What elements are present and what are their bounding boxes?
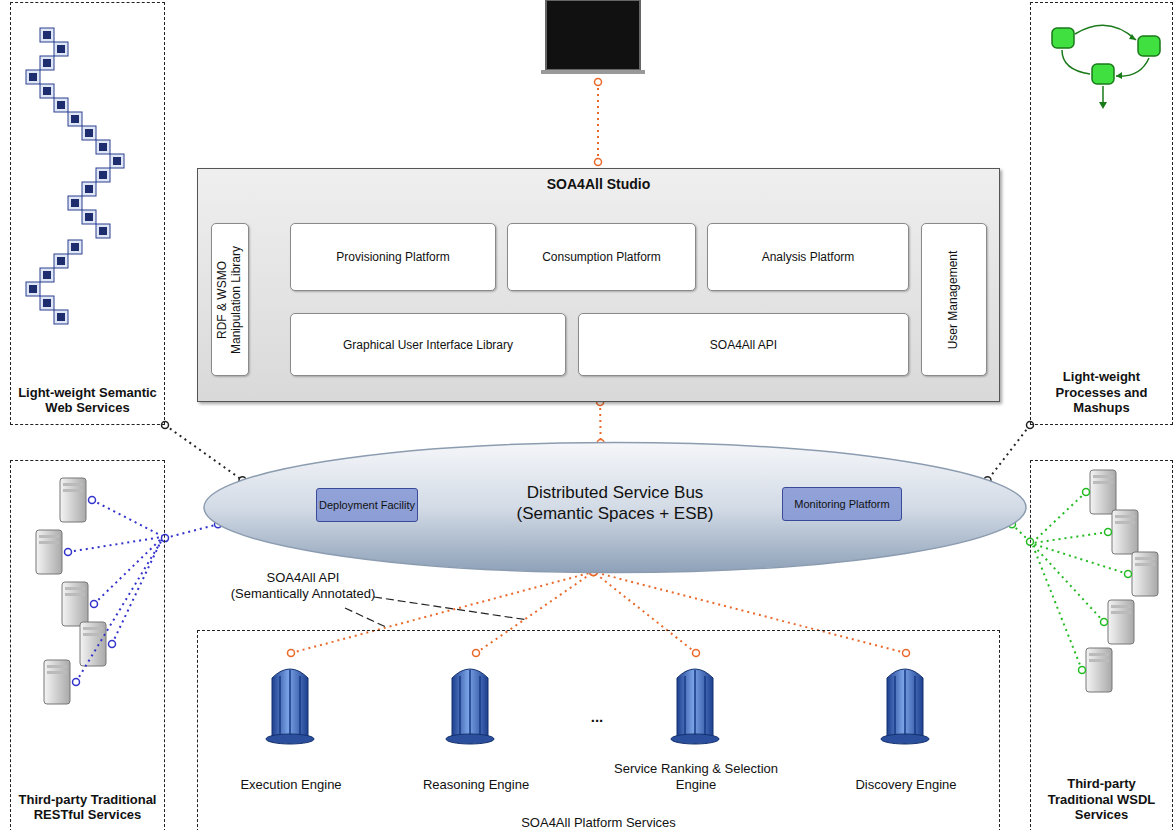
node-label: Reasoning Engine bbox=[411, 777, 541, 793]
engine-node: Execution Engine bbox=[231, 653, 351, 793]
management-box: User Management bbox=[921, 223, 987, 376]
service-group: Third-party Traditional RESTful Services bbox=[10, 460, 165, 830]
node-label: Third-party Traditional WSDL Services bbox=[1033, 776, 1170, 823]
engine-node: Reasoning Engine bbox=[411, 653, 541, 793]
dotted-connector bbox=[162, 422, 247, 484]
node-label: Discovery Engine bbox=[841, 777, 971, 793]
service-bus-cloud: Distributed Service Bus (Semantic Spaces… bbox=[200, 440, 1030, 575]
dotted-connector bbox=[162, 521, 222, 542]
bus-component: Monitoring Platform bbox=[782, 487, 902, 521]
engine-node: Service Ranking & Selection Engine bbox=[596, 653, 796, 793]
service-group: Light-weight Processes and Mashups bbox=[1030, 2, 1173, 425]
node-label: Monitoring Platform bbox=[794, 498, 889, 510]
library-box: RDF & WSMO Manipulation Library bbox=[211, 223, 249, 376]
api-box: SOA4All API bbox=[578, 313, 909, 376]
platform-box: Provisioning Platform bbox=[290, 223, 496, 291]
node-label: Provisioning Platform bbox=[330, 250, 455, 264]
node-label: SOA4All API bbox=[704, 338, 783, 352]
node-label: Deployment Facility bbox=[319, 499, 415, 511]
service-group: Light-weight Semantic Web Services bbox=[10, 2, 165, 425]
node-label: Service Ranking & Selection Engine bbox=[596, 761, 796, 794]
node-label: SOA4All Platform Services bbox=[198, 815, 999, 830]
node-label: SOA4All Studio bbox=[198, 176, 999, 192]
node-label: Distributed Service Bus (Semantic Spaces… bbox=[498, 483, 733, 524]
studio-panel: SOA4All StudioRDF & WSMO Manipulation Li… bbox=[197, 168, 1000, 402]
node-label: Graphical User Interface Library bbox=[337, 338, 519, 352]
node-label: Analysis Platform bbox=[756, 250, 861, 264]
node-label: Consumption Platform bbox=[536, 250, 667, 264]
dotted-connector bbox=[590, 568, 700, 656]
engine-node: Discovery Engine bbox=[841, 653, 971, 793]
platform-services-group: SOA4All Platform Services Execution Engin… bbox=[197, 630, 1000, 830]
node-label: Light-weight Processes and Mashups bbox=[1033, 369, 1170, 416]
platform-box: Analysis Platform bbox=[707, 223, 909, 291]
node-label: Light-weight Semantic Web Services bbox=[13, 385, 162, 416]
dotted-connector bbox=[597, 399, 605, 447]
dotted-connector bbox=[473, 568, 597, 656]
annotation-label: SOA4All API (Semantically Annotated) bbox=[228, 570, 378, 601]
node-label: Execution Engine bbox=[231, 777, 351, 793]
ellipsis-label: ... bbox=[582, 708, 612, 726]
library-box: Graphical User Interface Library bbox=[290, 313, 566, 376]
node-label: Third-party Traditional RESTful Services bbox=[13, 792, 162, 823]
dotted-connector bbox=[984, 422, 1034, 484]
service-group: Third-party Traditional WSDL Services bbox=[1030, 460, 1173, 830]
bus-component: Deployment Facility bbox=[316, 488, 418, 522]
node-label: RDF & WSMO Manipulation Library bbox=[216, 229, 244, 370]
platform-box: Consumption Platform bbox=[507, 223, 696, 291]
node-label: User Management bbox=[947, 229, 961, 370]
dotted-connector bbox=[590, 568, 910, 656]
